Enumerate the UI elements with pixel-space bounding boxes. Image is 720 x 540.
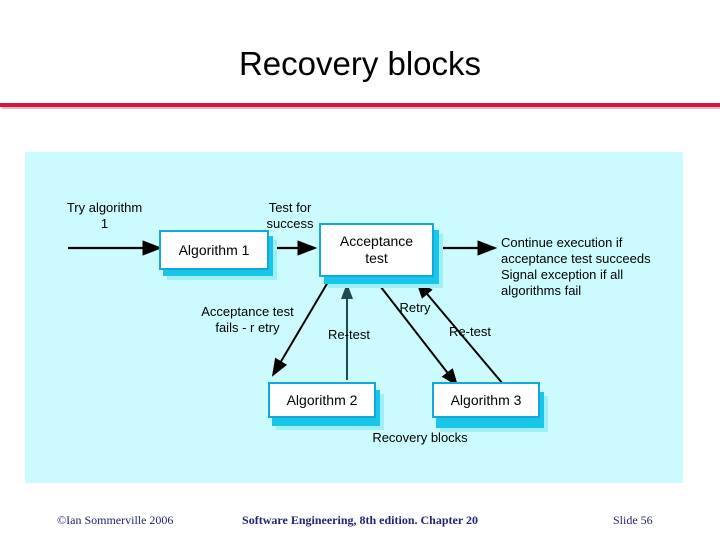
- node-algorithm-2[interactable]: Algorithm 2: [268, 382, 376, 418]
- node-algorithm-1-label: Algorithm 1: [178, 241, 250, 258]
- node-algorithm-1[interactable]: Algorithm 1: [159, 230, 269, 270]
- label-retest-left: Re-test: [328, 327, 370, 342]
- node-algorithm-3[interactable]: Algorithm 3: [432, 382, 540, 418]
- label-acceptance-fails: Acceptance test fails - r etry: [201, 304, 294, 335]
- diagram-caption: Recovery blocks: [372, 430, 468, 445]
- label-try-algorithm: Try algorithm 1: [66, 200, 143, 231]
- title-divider-shadow: [2, 107, 720, 109]
- footer-copyright: ©Ian Sommerville 2006: [57, 513, 174, 527]
- node-algorithm-3-label: Algorithm 3: [450, 391, 522, 408]
- node-acceptance-test-label: Acceptance test: [339, 233, 414, 266]
- node-algorithm-2-label: Algorithm 2: [286, 391, 358, 408]
- page-title: Recovery blocks: [238, 45, 482, 82]
- diagram-connectors: [68, 240, 504, 387]
- footer-slide-number: Slide 56: [613, 513, 653, 527]
- diagram-panel: Algorithm 1 Acceptance test Algorithm 2 …: [25, 152, 683, 483]
- node-acceptance-test[interactable]: Acceptance test: [319, 223, 434, 277]
- label-test-for-success: Test for success: [266, 200, 314, 231]
- footer-book-title: Software Engineering, 8th edition. Chapt…: [242, 513, 478, 527]
- label-retry-center: Retry: [399, 300, 431, 315]
- label-continue-execution: Continue execution if acceptance test su…: [501, 235, 651, 298]
- label-retest-right: Re-test: [449, 324, 491, 339]
- title-divider: [0, 103, 720, 107]
